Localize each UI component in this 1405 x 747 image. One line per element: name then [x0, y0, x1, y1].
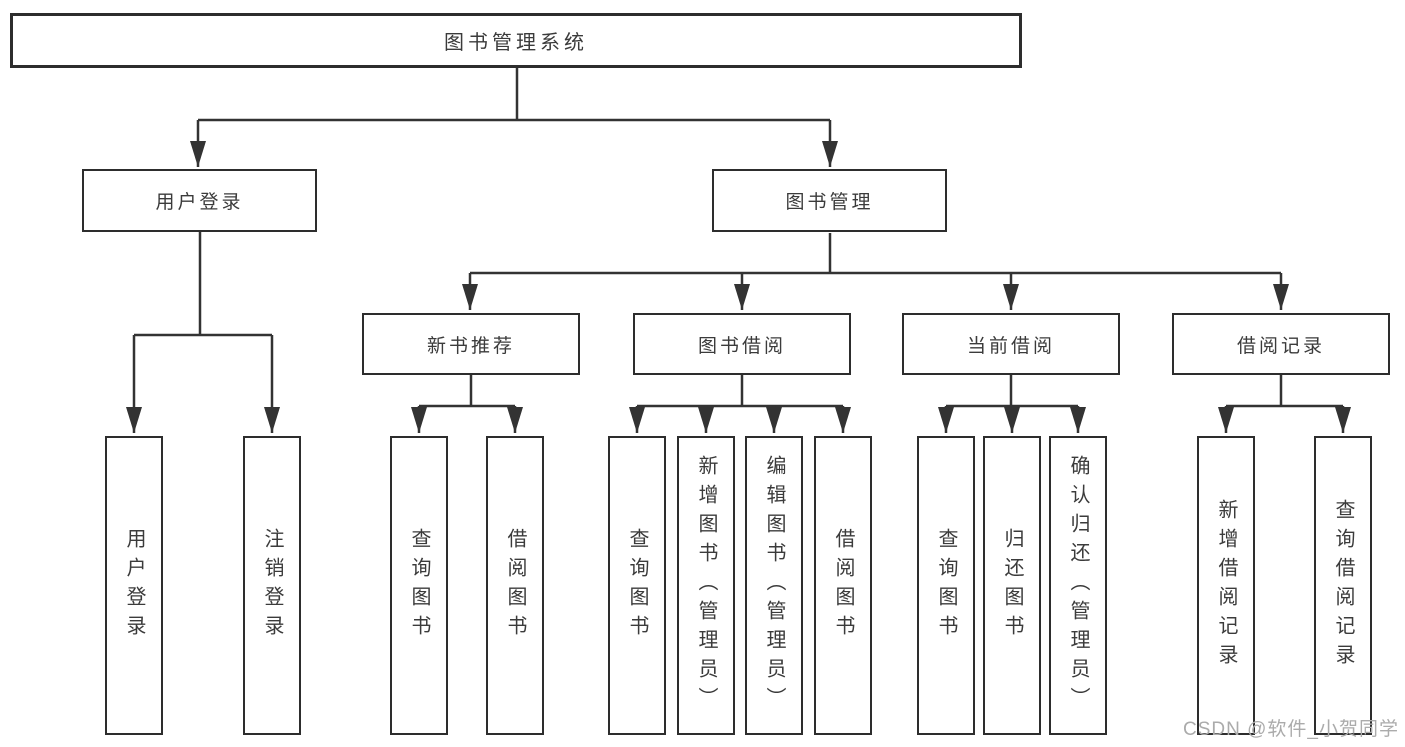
- leaf-add-book-admin: 新增图书（管理员）: [677, 436, 735, 735]
- node-label: 查询图书: [626, 527, 648, 644]
- node-label: 图书借阅: [697, 335, 786, 357]
- node-book-management: 图书管理: [712, 169, 947, 232]
- node-book-borrowing: 图书借阅: [633, 313, 851, 375]
- leaf-user-login: 用户登录: [105, 436, 163, 735]
- node-label: 新书推荐: [426, 335, 515, 357]
- node-label: 借阅记录: [1236, 335, 1325, 357]
- node-label: 查询借阅记录: [1332, 498, 1354, 673]
- node-label: 用户登录: [155, 192, 244, 213]
- node-new-book-recommend: 新书推荐: [362, 313, 580, 375]
- node-label: 确认归还（管理员）: [1067, 455, 1089, 716]
- node-borrowing-records: 借阅记录: [1172, 313, 1390, 375]
- node-label: 归还图书: [1001, 527, 1023, 644]
- leaf-borrow-books-recommend: 借阅图书: [486, 436, 544, 735]
- node-label: 图书管理: [785, 192, 874, 213]
- csdn-watermark: CSDN @软件_小贺同学: [1183, 719, 1399, 740]
- leaf-query-books-borrowing: 查询图书: [608, 436, 666, 735]
- node-label: 当前借阅: [966, 335, 1055, 357]
- node-current-borrowing: 当前借阅: [902, 313, 1120, 375]
- node-user-login: 用户登录: [82, 169, 317, 232]
- node-label: 注销登录: [261, 527, 283, 644]
- leaf-confirm-return-admin: 确认归还（管理员）: [1049, 436, 1107, 735]
- node-label: 图书管理系统: [444, 32, 588, 54]
- leaf-query-books-recommend: 查询图书: [390, 436, 448, 735]
- node-label: 查询图书: [408, 527, 430, 644]
- node-label: 新增借阅记录: [1215, 498, 1237, 673]
- leaf-query-books-current: 查询图书: [917, 436, 975, 735]
- node-label: 用户登录: [123, 527, 145, 644]
- node-label: 借阅图书: [832, 527, 854, 644]
- leaf-return-book: 归还图书: [983, 436, 1041, 735]
- leaf-logout: 注销登录: [243, 436, 301, 735]
- leaf-query-borrow-record: 查询借阅记录: [1314, 436, 1372, 735]
- node-label: 编辑图书（管理员）: [763, 455, 785, 716]
- node-label: 查询图书: [935, 527, 957, 644]
- leaf-edit-book-admin: 编辑图书（管理员）: [745, 436, 803, 735]
- node-root-library-system: 图书管理系统: [10, 13, 1022, 68]
- node-label: 借阅图书: [504, 527, 526, 644]
- leaf-add-borrow-record: 新增借阅记录: [1197, 436, 1255, 735]
- leaf-borrow-books-borrowing: 借阅图书: [814, 436, 872, 735]
- node-label: 新增图书（管理员）: [695, 455, 717, 716]
